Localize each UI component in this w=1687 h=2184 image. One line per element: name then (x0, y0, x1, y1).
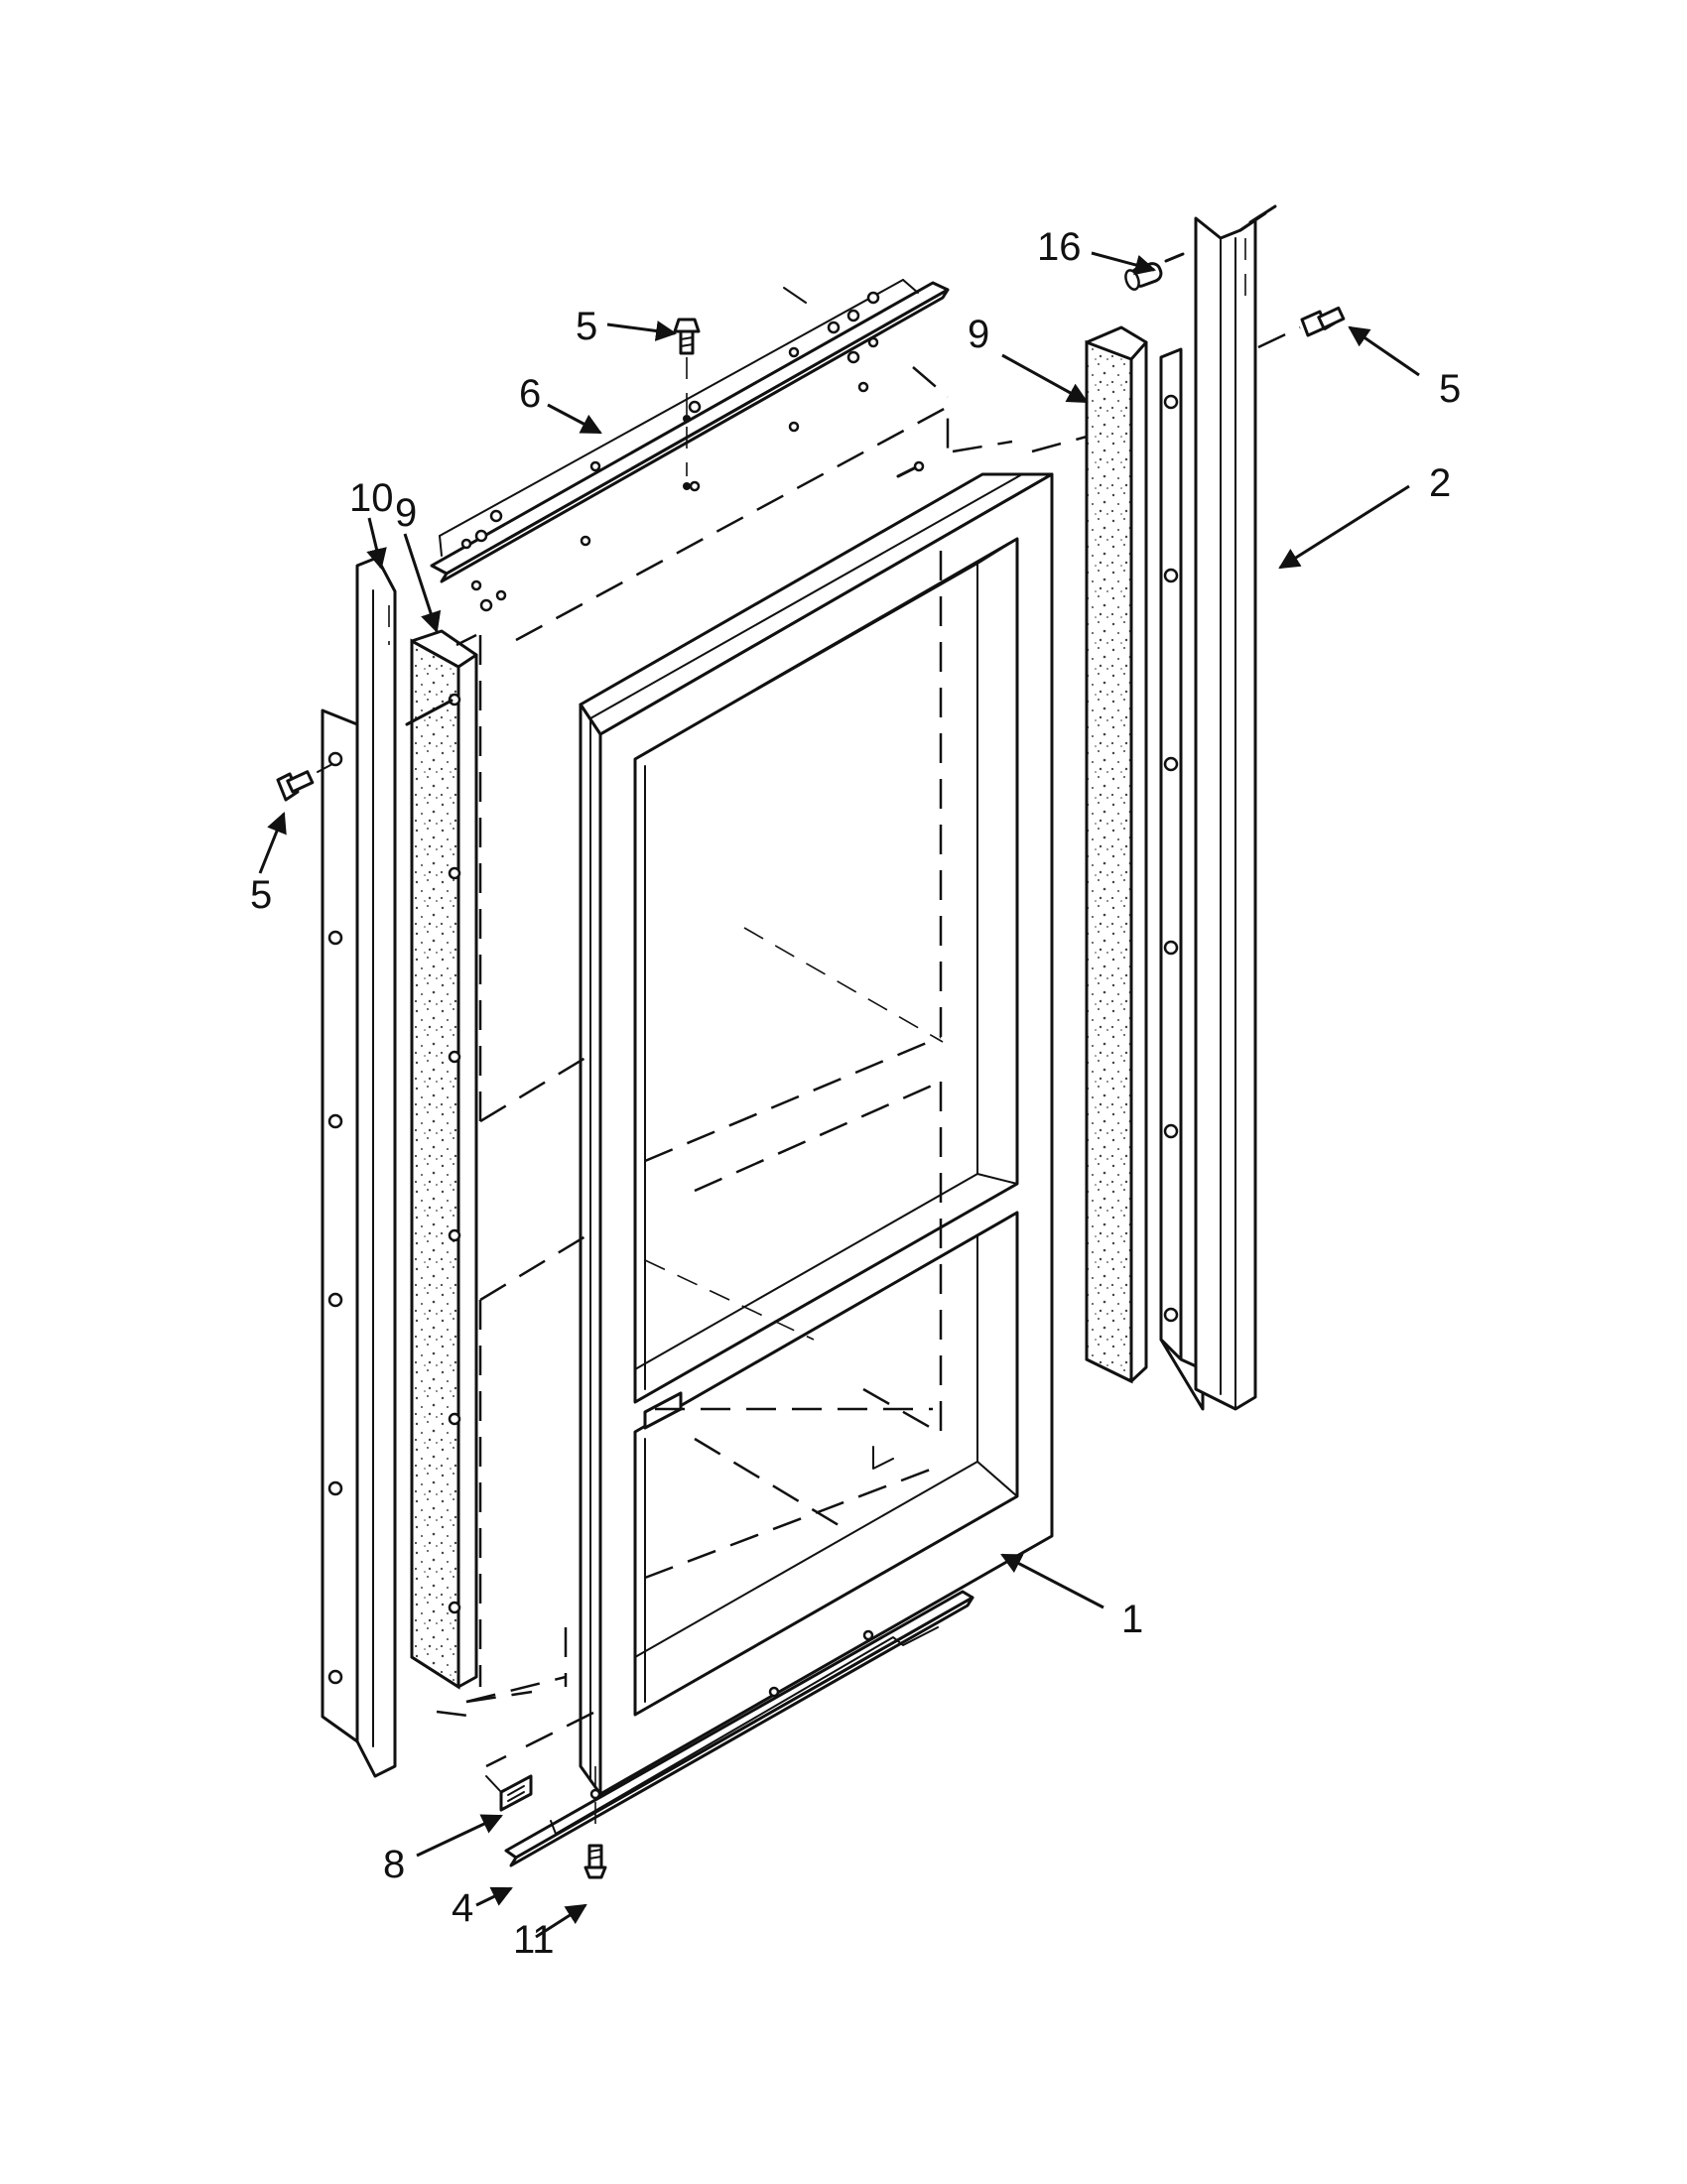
right-hinge-channel (1159, 204, 1301, 1411)
callout-leader-c10 (366, 517, 387, 571)
callout-leader-c8 (416, 1814, 503, 1858)
callout-leader-c11 (535, 1903, 587, 1939)
callout-c4: 4 (452, 1886, 473, 1930)
callout-leader-c5a (606, 321, 678, 341)
callout-leader-c2 (1278, 484, 1410, 570)
callout-c10: 10 (349, 476, 394, 520)
callout-leader-c9r (1001, 353, 1089, 404)
left-hidden-lines (436, 635, 596, 1768)
right-foam-strip (1085, 325, 1148, 1384)
callout-c5b: 5 (1439, 367, 1461, 411)
callout-c2: 2 (1429, 461, 1451, 505)
door-pin (896, 460, 925, 478)
door-frame (579, 472, 1054, 1796)
callout-leader-c6 (547, 403, 602, 435)
hinge-pin (1124, 252, 1185, 291)
top-screw (673, 318, 701, 490)
bottom-screw (584, 1766, 607, 1879)
left-screw (276, 763, 333, 802)
top-trim-strip (430, 279, 950, 612)
callout-c8: 8 (383, 1843, 405, 1886)
callout-leader-c4 (475, 1886, 513, 1907)
callout-leader-c1 (1000, 1553, 1104, 1609)
callout-c1: 1 (1121, 1598, 1143, 1641)
callout-leader-c9l (403, 533, 442, 633)
callout-leader-c5c (258, 812, 287, 874)
left-foam-strip (405, 629, 478, 1690)
callout-c9r: 9 (968, 313, 989, 356)
callout-c6: 6 (519, 372, 541, 416)
callout-c9l: 9 (395, 491, 417, 535)
top-hidden-lines (515, 366, 1088, 642)
clip (485, 1774, 533, 1812)
left-hinge-channel (321, 556, 397, 1778)
callout-c11: 11 (513, 1918, 555, 1962)
callout-c16: 16 (1037, 225, 1082, 269)
callout-c5a: 5 (576, 305, 597, 348)
callout-leader-c5b (1348, 325, 1420, 377)
callout-c5c: 5 (250, 873, 272, 917)
callout-leader-c16 (1091, 251, 1157, 276)
bottom-trim-strip (504, 1590, 974, 1867)
right-screw (1300, 306, 1346, 337)
